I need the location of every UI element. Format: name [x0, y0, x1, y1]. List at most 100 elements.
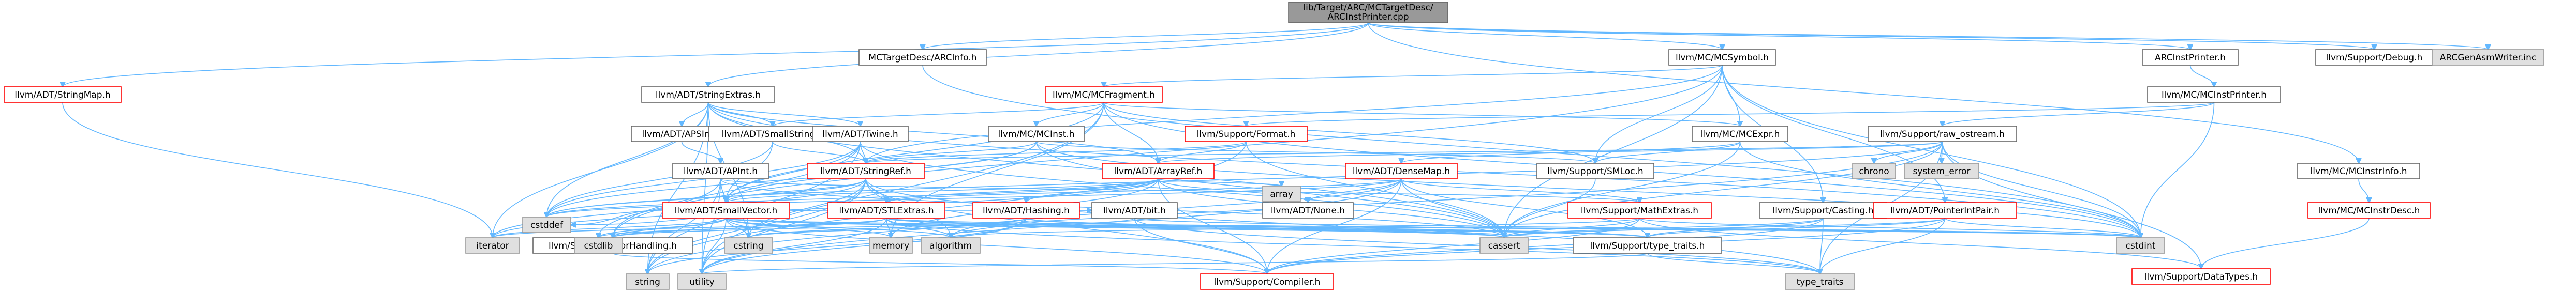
graph-node-n25[interactable]: llvm/MC/MCInstrInfo.h: [2297, 163, 2420, 179]
graph-node-box: [1479, 237, 1529, 254]
graph-node-n28[interactable]: llvm/ADT/Hashing.h: [972, 202, 1080, 219]
graph-node-label: llvm/MC/MCInstrDesc.h: [2318, 206, 2420, 216]
graph-edge: [707, 102, 1159, 163]
graph-edge: [1368, 22, 2190, 50]
graph-edge: [1368, 22, 2374, 50]
graph-node-label: string: [635, 277, 660, 287]
graph-node-box: [465, 237, 520, 254]
graph-edge: [866, 141, 1247, 163]
graph-edge: [1246, 102, 2215, 126]
graph-edge: [866, 141, 1037, 163]
graph-node-box: [1262, 202, 1354, 219]
graph-node-label: llvm/ADT/Twine.h: [822, 129, 898, 140]
graph-node-n15[interactable]: llvm/Support/Format.h: [1185, 126, 1308, 142]
graph-node-box: [858, 49, 987, 66]
graph-node-n5[interactable]: llvm/MC/MCSymbol.h: [1668, 49, 1776, 66]
graph-node-label: llvm/ADT/SmallVector.h: [675, 206, 778, 216]
graph-edge: [1158, 178, 1282, 186]
graph-edge: [571, 210, 663, 225]
graph-node-n44[interactable]: llvm/Support/type_traits.h: [1573, 237, 1722, 254]
graph-node-n4[interactable]: llvm/ADT/StringExtras.h: [641, 86, 775, 103]
graph-node-n35[interactable]: llvm/MC/MCInstrDesc.h: [2307, 202, 2431, 219]
graph-node-n48: utility: [677, 273, 727, 290]
graph-edge: [682, 102, 709, 126]
graph-edge: [1504, 218, 1824, 238]
graph-node-box: [2432, 49, 2544, 66]
graph-edge: [547, 141, 1943, 217]
graph-node-n13[interactable]: llvm/ADT/Twine.h: [812, 126, 909, 142]
graph-node-n6[interactable]: ARCInstPrinter.h: [2142, 49, 2239, 66]
graph-edge: [726, 178, 866, 203]
graph-node-n7[interactable]: llvm/Support/Debug.h: [2315, 49, 2433, 66]
graph-node-label: llvm/MC/MCFragment.h: [1053, 90, 1155, 100]
graph-node-n3[interactable]: llvm/ADT/StringMap.h: [4, 86, 122, 103]
graph-node-n31[interactable]: llvm/ADT/None.h: [1262, 202, 1354, 219]
graph-node-label: llvm/Support/MathExtras.h: [1581, 206, 1698, 216]
graph-node-label: cstddef: [530, 220, 564, 230]
graph-edge: [547, 141, 773, 217]
graph-node-n41: memory: [869, 237, 913, 254]
graph-node-label: chrono: [1859, 166, 1889, 177]
graph-node-box: [1668, 49, 1776, 66]
graph-edge: [1648, 218, 1946, 238]
graph-edge: [749, 218, 1135, 238]
graph-node-n10[interactable]: llvm/MC/MCInstPrinter.h: [2147, 86, 2281, 103]
graph-edge: [547, 141, 861, 217]
graph-edge: [702, 178, 721, 274]
graph-edge: [866, 141, 1943, 163]
graph-node-label: llvm/MC/MCSymbol.h: [1676, 53, 1769, 63]
graph-node-box: [672, 163, 769, 179]
graph-edge: [1647, 253, 1820, 274]
graph-edge: [493, 218, 727, 238]
graph-node-label: llvm/ADT/None.h: [1271, 206, 1345, 216]
graph-node-label: memory: [872, 241, 909, 251]
graph-edge: [1158, 141, 1247, 163]
graph-edge: [1595, 141, 1741, 163]
graph-node-label: llvm/MC/MCInst.h: [998, 129, 1074, 140]
graph-node-box: [1345, 163, 1458, 179]
graph-node-n33[interactable]: llvm/Support/Casting.h: [1759, 202, 1887, 219]
graph-node-n1[interactable]: lib/Target/ARC/MCTargetDesc/ARCInstPrint…: [1288, 2, 1448, 23]
graph-node-n39: cstdlib: [574, 237, 623, 254]
graph-node-label: llvm/ADT/ArrayRef.h: [1114, 166, 1203, 177]
graph-node-box: [2116, 237, 2165, 254]
graph-node-n32[interactable]: llvm/Support/MathExtras.h: [1567, 202, 1712, 219]
graph-node-n19[interactable]: llvm/ADT/StringRef.h: [807, 163, 925, 179]
graph-edge: [702, 253, 1648, 274]
graph-node-n30: array: [1262, 186, 1301, 202]
graph-node-n14[interactable]: llvm/MC/MCInst.h: [988, 126, 1085, 142]
graph-edge: [866, 65, 1723, 163]
nodes-layer: lib/Target/ARC/MCTargetDesc/ARCInstPrint…: [4, 2, 2544, 290]
graph-node-box: [641, 86, 775, 103]
graph-node-n20[interactable]: llvm/ADT/ArrayRef.h: [1102, 163, 1215, 179]
graph-edge: [612, 253, 1267, 274]
graph-edge: [1504, 141, 1943, 238]
graph-node-n46[interactable]: llvm/Support/DataTypes.h: [2131, 268, 2271, 285]
graph-node-n21[interactable]: llvm/ADT/DenseMap.h: [1345, 163, 1458, 179]
graph-node-n29[interactable]: llvm/ADT/bit.h: [1091, 202, 1178, 219]
graph-node-n2[interactable]: MCTargetDesc/ARCInfo.h: [858, 49, 987, 66]
graph-edge: [1026, 218, 1648, 238]
graph-edge: [726, 178, 1159, 203]
graph-node-n26[interactable]: llvm/ADT/SmallVector.h: [662, 202, 790, 219]
graph-edge: [886, 218, 2141, 238]
graph-edge: [951, 218, 1640, 238]
graph-node-n16[interactable]: llvm/MC/MCExpr.h: [1692, 126, 1788, 142]
graph-node-n37: iterator: [465, 237, 520, 254]
graph-node-n9[interactable]: llvm/MC/MCFragment.h: [1045, 86, 1163, 103]
graph-node-box: [1091, 202, 1178, 219]
graph-node-label: llvm/ADT/SmallString.h: [722, 129, 824, 140]
graph-edge: [886, 178, 1159, 203]
graph-node-n34[interactable]: llvm/ADT/PointerIntPair.h: [1873, 202, 2017, 219]
graph-node-label: llvm/ADT/STLExtras.h: [839, 206, 934, 216]
graph-node-label: llvm/ADT/StringExtras.h: [656, 90, 761, 100]
graph-edge: [1158, 141, 1943, 163]
graph-node-n18[interactable]: llvm/ADT/APInt.h: [672, 163, 769, 179]
graph-node-n49[interactable]: llvm/Support/Compiler.h: [1200, 273, 1334, 290]
graph-node-n17[interactable]: llvm/Support/raw_ostream.h: [1868, 126, 2017, 142]
graph-node-label: llvm/Support/DataTypes.h: [2144, 272, 2258, 282]
graph-node-label: lib/Target/ARC/MCTargetDesc/ARCInstPrint…: [1303, 3, 1433, 22]
graph-node-n22[interactable]: llvm/Support/SMLoc.h: [1536, 163, 1654, 179]
graph-node-n27[interactable]: llvm/ADT/STLExtras.h: [827, 202, 945, 219]
graph-node-box: [1262, 186, 1301, 202]
